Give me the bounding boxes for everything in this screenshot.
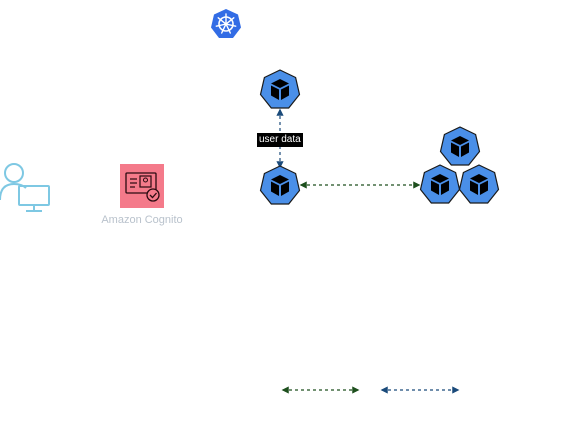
edge-label-user-data: user data — [257, 133, 303, 147]
kubernetes-icon — [211, 9, 241, 38]
cluster-pod-left-icon — [419, 164, 461, 204]
cognito-label: Amazon Cognito — [101, 214, 183, 226]
pod-top-icon — [259, 69, 301, 109]
cluster-pod-top-icon — [439, 126, 481, 166]
amazon-cognito-icon — [120, 164, 164, 208]
pod-mid-icon — [259, 165, 301, 205]
cluster-pod-right-icon — [458, 164, 500, 204]
user-desktop-icon — [0, 163, 50, 212]
